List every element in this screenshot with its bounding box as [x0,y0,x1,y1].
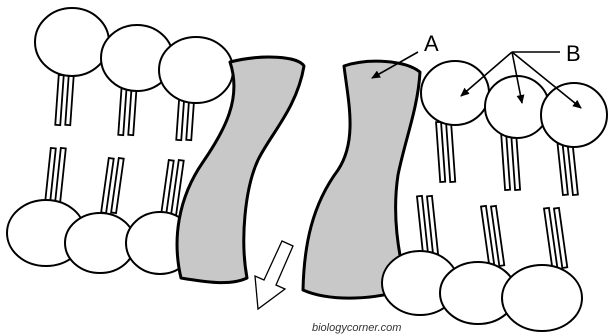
phospholipid-head [541,83,607,147]
phospholipid-head [502,265,582,331]
phospholipid-head [421,61,489,125]
phospholipid-head [35,8,109,76]
label-b: B [566,41,581,66]
phospholipid-head [485,76,549,138]
phospholipid-head [159,37,233,103]
phospholipid-head [65,213,135,273]
flow-direction-arrow [255,241,293,309]
credit-text: biologycorner.com [312,322,401,334]
label-a: A [424,31,439,56]
